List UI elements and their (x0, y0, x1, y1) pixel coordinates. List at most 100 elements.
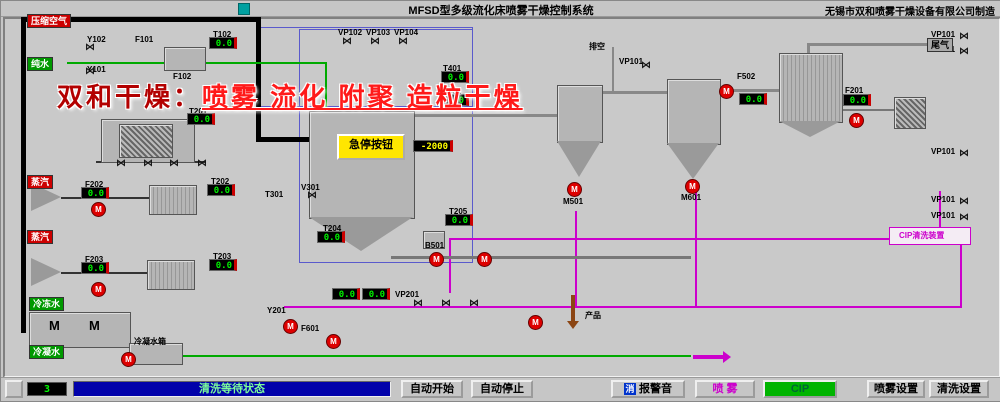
valve-icon[interactable]: ⋈ (85, 66, 95, 77)
device-label: F502 (737, 72, 756, 81)
pipe-segment (176, 355, 691, 357)
pipe-segment (599, 91, 669, 94)
device-label: CIP清洗装置 (899, 231, 945, 240)
source-tag: 纯水 (27, 57, 54, 71)
watermark-text: 双和干燥：喷雾 流化 附聚 造粒干燥 (57, 77, 523, 114)
title-bar: MFSD型多级流化床喷雾干燥控制系统 无锡市双和喷雾干燥设备有限公司制造 (1, 1, 1000, 18)
valve-icon[interactable]: ⋈ (143, 158, 153, 169)
value-display: 0.0 (362, 288, 390, 300)
valve-icon[interactable]: ⋈ (413, 298, 423, 309)
flow-arrow (571, 295, 575, 321)
valve-icon[interactable]: ⋈ (370, 36, 380, 47)
mute-alarm-label: 报警音 (639, 383, 672, 395)
device-label: M (89, 318, 100, 333)
vessel (557, 85, 603, 143)
valve-icon[interactable]: ⋈ (959, 212, 969, 223)
device-label: F203 (85, 255, 104, 264)
device-label: F401 (443, 87, 462, 96)
motor-icon[interactable]: M (91, 202, 106, 217)
motor-icon[interactable]: M (567, 182, 582, 197)
pipe-segment (695, 191, 697, 307)
motor-icon[interactable]: M (685, 179, 700, 194)
valve-icon[interactable]: ⋈ (641, 60, 651, 71)
value-display: 0.0 (445, 214, 473, 226)
value-display: 0.0 (441, 71, 469, 83)
device-label: VP101 (931, 147, 956, 156)
auto-start-button[interactable]: 自动开始 (401, 380, 463, 398)
device-label: M501 (563, 197, 584, 206)
device-label: T401 (443, 64, 462, 73)
vessel (309, 111, 415, 219)
manufacturer-label: 无锡市双和喷雾干燥设备有限公司制造 (825, 7, 995, 18)
device-label: T301 (265, 190, 284, 199)
vessel-cone (31, 258, 61, 286)
spray-button[interactable]: 喷 雾 (695, 380, 755, 398)
motor-icon[interactable]: M (429, 252, 444, 267)
value-display: 0.0 (209, 259, 237, 271)
valve-icon[interactable]: ⋈ (441, 298, 451, 309)
counter-display: 3 (27, 382, 67, 396)
motor-icon[interactable]: M (326, 334, 341, 349)
cip-button[interactable]: CIP (763, 380, 837, 398)
valve-icon[interactable]: ⋈ (959, 148, 969, 159)
status-bar: 清洗等待状态 (73, 381, 391, 397)
emergency-stop-button[interactable]: 急停按钮 (337, 134, 405, 160)
motor-icon[interactable]: M (283, 319, 298, 334)
valve-icon[interactable]: ⋈ (959, 196, 969, 207)
valve-icon[interactable]: ⋈ (197, 158, 207, 169)
pipe-segment (449, 238, 451, 293)
auto-stop-button[interactable]: 自动停止 (471, 380, 533, 398)
motor-icon[interactable]: M (121, 352, 136, 367)
device-label: T202 (211, 177, 230, 186)
value-display: -2000 (413, 140, 453, 152)
clean-settings-button[interactable]: 清洗设置 (929, 380, 989, 398)
mute-icon: 消 (624, 383, 636, 396)
valve-icon[interactable]: ⋈ (398, 36, 408, 47)
motor-icon[interactable]: M (849, 113, 864, 128)
device-label: T201 (189, 107, 208, 116)
vessel (164, 47, 206, 71)
spray-settings-button[interactable]: 喷雾设置 (867, 380, 925, 398)
mute-alarm-button[interactable]: 消报警音 (611, 380, 685, 398)
vessel (779, 53, 843, 123)
taskbar-corner-button[interactable] (5, 380, 23, 398)
vessel (894, 97, 926, 129)
pipe-segment (256, 17, 261, 139)
vessel-cone (779, 121, 841, 137)
motor-icon[interactable]: M (91, 282, 106, 297)
value-display: 0.0 (332, 288, 360, 300)
valve-icon[interactable]: ⋈ (307, 190, 317, 201)
valve-icon[interactable]: ⋈ (169, 158, 179, 169)
device-label: VP101 (931, 30, 956, 39)
vessel (119, 124, 173, 158)
valve-icon[interactable]: ⋈ (959, 46, 969, 57)
source-tag: 蒸汽 (27, 175, 54, 189)
value-display: 0.0 (81, 187, 109, 199)
source-tag: 冷冻水 (29, 297, 65, 311)
source-tag: 压缩空气 (27, 14, 72, 28)
device-label: VP101 (931, 211, 956, 220)
device-label: F102 (173, 72, 192, 81)
value-display: 0.0 (187, 113, 215, 125)
flow-arrow-head (567, 321, 579, 329)
value-display: 0.0 (739, 93, 767, 105)
valve-icon[interactable]: ⋈ (116, 158, 126, 169)
valve-icon[interactable]: ⋈ (85, 42, 95, 53)
valve-icon[interactable]: ⋈ (469, 298, 479, 309)
watermark-brand: 双和干燥： (57, 82, 203, 112)
pipe-segment (21, 17, 26, 333)
pipe-segment (612, 47, 614, 93)
motor-icon[interactable]: M (528, 315, 543, 330)
device-label: VP103 (366, 28, 391, 37)
pipe-segment (960, 238, 962, 308)
valve-icon[interactable]: ⋈ (959, 31, 969, 42)
valve-icon[interactable]: ⋈ (342, 36, 352, 47)
device-label: T204 (323, 224, 342, 233)
flow-arrow-head (723, 351, 731, 363)
device-label: V301 (301, 183, 320, 192)
device-label: M (49, 318, 60, 333)
motor-icon[interactable]: M (477, 252, 492, 267)
motor-icon[interactable]: M (719, 84, 734, 99)
device-label: Y201 (267, 306, 286, 315)
source-tag: 尾气 (927, 38, 954, 52)
